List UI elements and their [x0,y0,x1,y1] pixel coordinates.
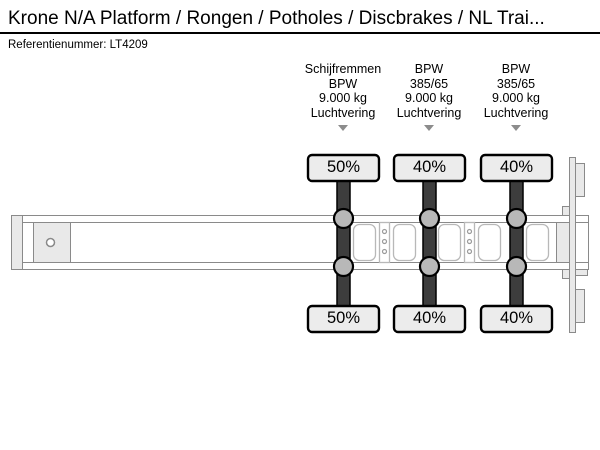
crossmember-strips [378,221,476,264]
rivet [466,238,473,245]
axle-2-suspension-type: Luchtvering [396,105,462,120]
axle-1-top-tire [306,153,381,183]
axle-bar [422,165,437,325]
axle-2-spec-dropdown[interactable]: BPW 385/65 9.000 kg Luchtvering [373,62,485,131]
suspension-hub [418,255,441,278]
axle-1-load-capacity: 9.000 kg [319,91,367,105]
axle-1-brake-type: Schijfremmen [304,62,382,76]
chassis-frame [11,215,589,270]
axle-1-spec-dropdown[interactable]: Schijfremmen BPW 9.000 kg Luchtvering [287,62,399,131]
suspension-hub [505,255,528,278]
axle-1 [306,153,381,334]
suspension-hub [332,255,355,278]
chevron-down-icon[interactable] [511,125,521,131]
chevron-down-icon[interactable] [338,125,348,131]
suspension-hub [332,207,355,230]
axle-1-brand: BPW [328,76,358,91]
axle-2 [392,153,467,334]
axle-3-spec-dropdown[interactable]: BPW 385/65 9.000 kg Luchtvering [460,62,572,131]
frame-panel [437,223,462,262]
rear-tab [575,269,588,276]
axle-bar [336,165,351,325]
header-divider [0,32,600,34]
axle-3-top-tire [479,153,554,183]
suspension-hub [505,207,528,230]
rivet [466,248,473,255]
axle-2-load-capacity: 9.000 kg [405,91,453,105]
axle-bar [509,165,524,325]
rivet [381,248,388,255]
axle-2-top-tire-percent: 40% [412,158,447,176]
reference-number: Referentienummer: LT4209 [8,38,148,52]
axle-1-top-tire-percent: 50% [326,158,361,176]
axle-3-load-capacity: 9.000 kg [492,91,540,105]
rivet [381,228,388,235]
frame-panel [477,223,502,262]
reference-value: LT4209 [109,39,148,51]
axle-1-suspension-type: Luchtvering [310,105,376,120]
axle-2-bottom-tire-percent: 40% [412,309,447,327]
chevron-down-icon[interactable] [424,125,434,131]
rear-marker-top [575,163,585,197]
chassis-outline [11,215,589,270]
frame-panel [525,223,550,262]
axle-3 [479,153,554,334]
axle-2-tire-size: 385/65 [409,76,449,91]
rear-crossmember [556,222,571,263]
axle-1-bottom-tire-percent: 50% [326,309,361,327]
frame-panels [352,223,550,262]
suspension-hub [418,207,441,230]
rivet [381,238,388,245]
front-crossmember [11,215,23,270]
rear-marker-bottom [575,289,585,323]
page-title: Krone N/A Platform / Rongen / Potholes /… [8,8,545,29]
frame-panel [392,223,417,262]
axle-3-tire-size: 385/65 [496,76,536,91]
axle-3-brand: BPW [501,62,531,76]
reference-label: Referentienummer: [8,39,107,51]
rear-bumper-bar [569,157,576,333]
axle-3-top-tire-percent: 40% [499,158,534,176]
frame-panel [352,223,377,262]
axle-2-top-tire [392,153,467,183]
rear-bumper-assembly [556,157,588,333]
axle-3-bottom-tire [479,304,554,334]
axle-2-brand: BPW [414,62,444,76]
rivet [466,228,473,235]
kingpin [45,237,56,248]
axle-2-bottom-tire [392,304,467,334]
axle-1-bottom-tire [306,304,381,334]
axle-3-suspension-type: Luchtvering [483,105,549,120]
axle-3-bottom-tire-percent: 40% [499,309,534,327]
